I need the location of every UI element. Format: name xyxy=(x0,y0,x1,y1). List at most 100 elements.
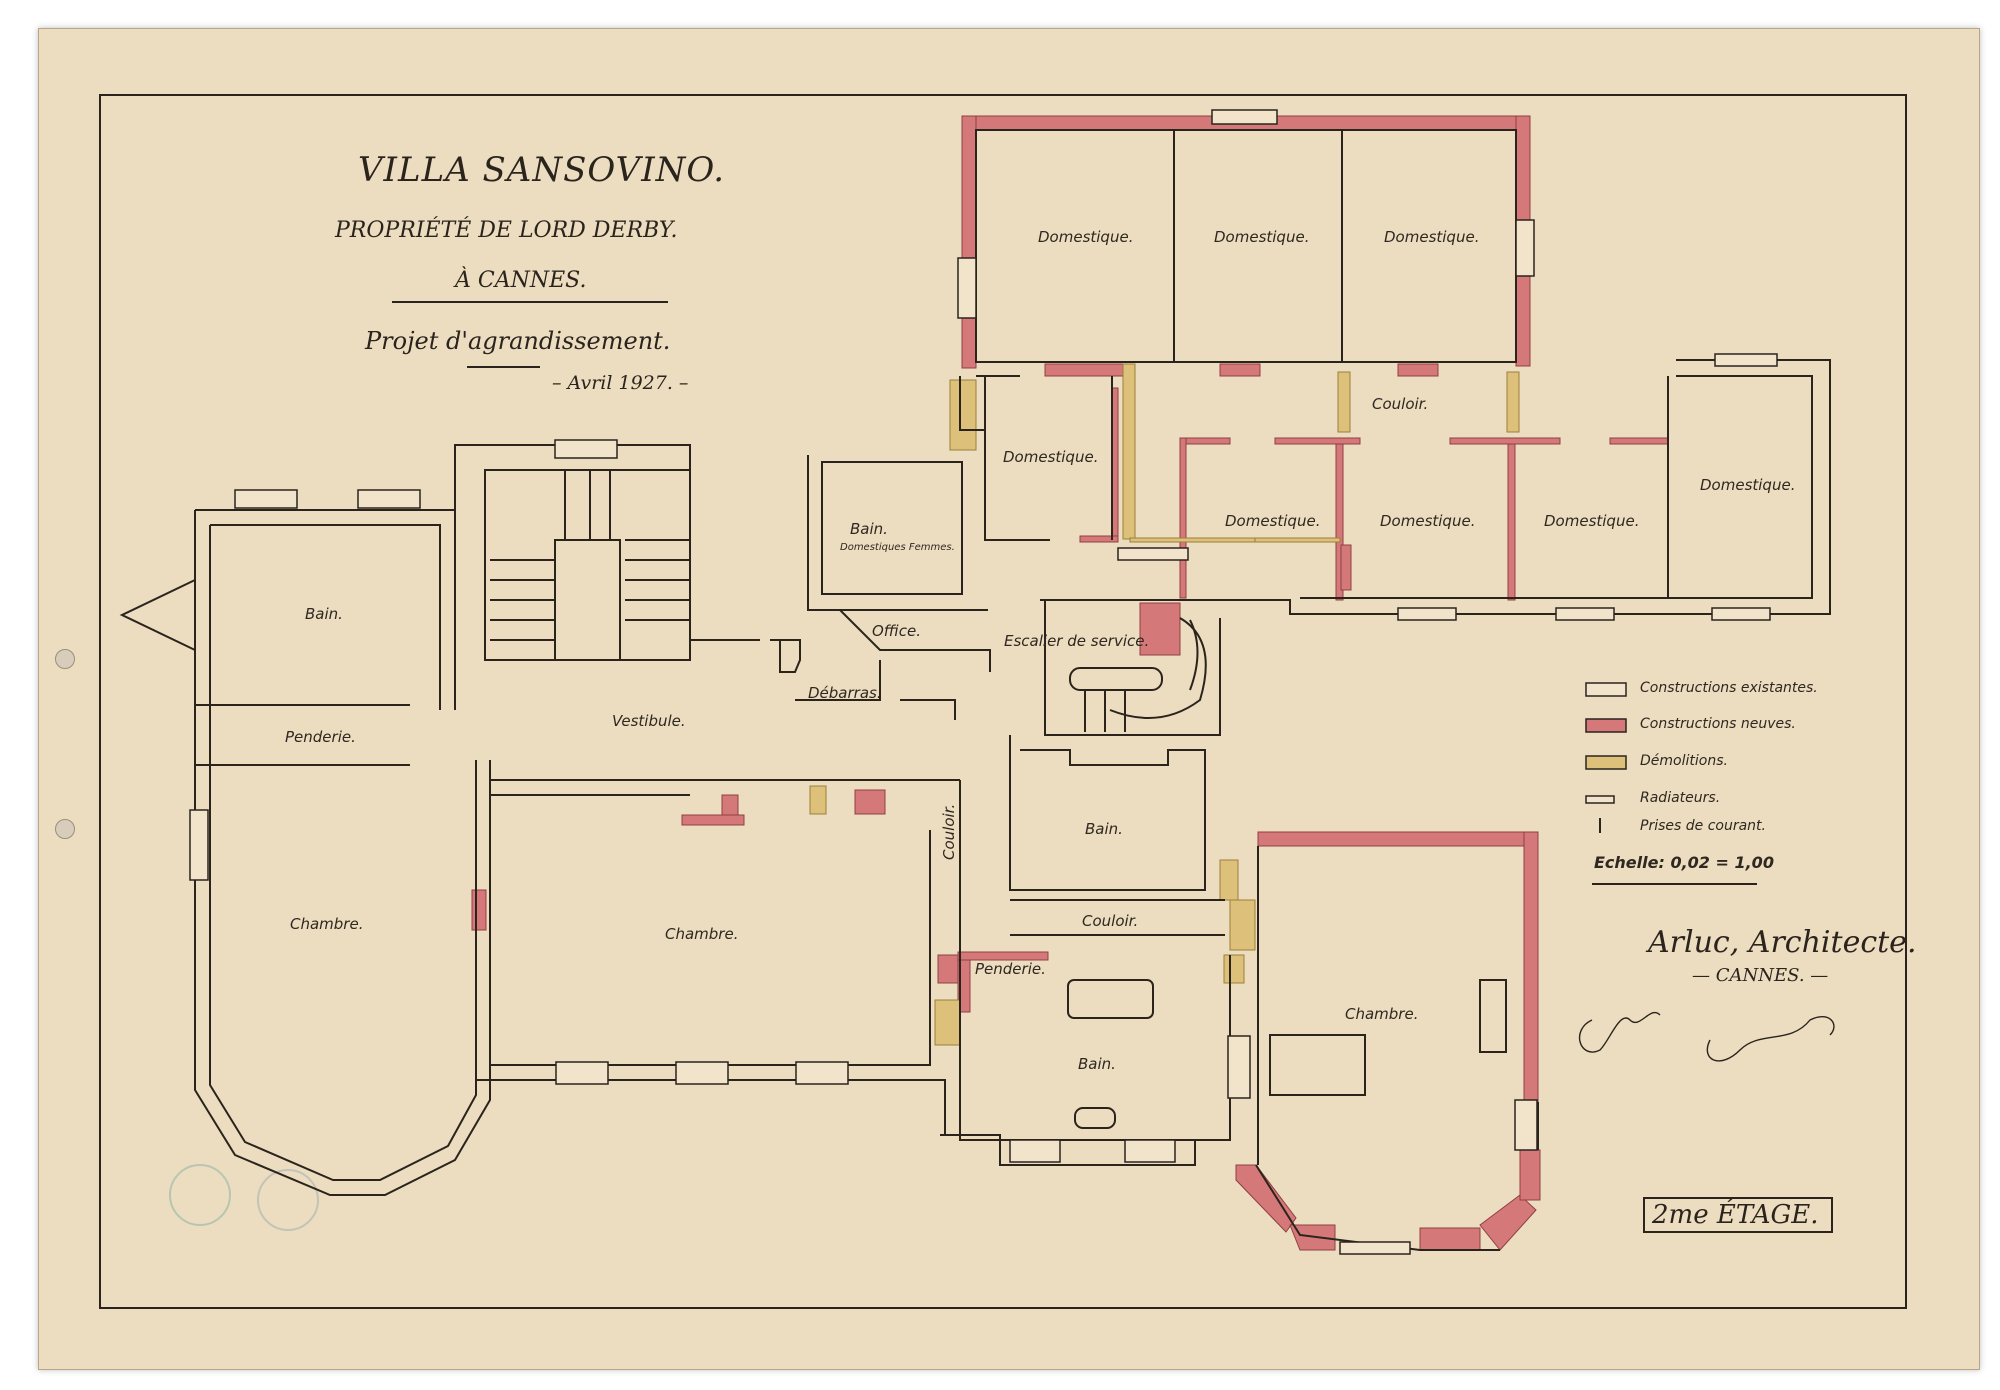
room-domestique: Domestique. xyxy=(1384,228,1480,246)
window xyxy=(1555,607,1615,621)
scale-label: Echelle: 0,02 = 1,00 xyxy=(1594,853,1774,872)
new-partition-h xyxy=(1181,437,1231,445)
room-office: Office. xyxy=(872,622,922,640)
window xyxy=(1117,547,1189,561)
room-penderie: Penderie. xyxy=(975,960,1046,978)
debarras-wall xyxy=(900,699,956,720)
domestique-left xyxy=(984,376,1050,541)
window xyxy=(957,257,977,319)
legend-label-radiator: Radiateurs. xyxy=(1640,790,1721,806)
spiral-stair xyxy=(1109,617,1207,719)
new-chimney xyxy=(681,814,745,826)
new-partition-h xyxy=(1609,437,1669,445)
window xyxy=(357,489,421,509)
window xyxy=(1339,1241,1411,1255)
window xyxy=(1714,353,1778,367)
window xyxy=(189,809,209,881)
new-partition xyxy=(1507,437,1516,601)
room-couloir-vertical: Couloir. xyxy=(940,803,958,860)
new-radiator xyxy=(471,889,487,931)
left-wing-top-inner xyxy=(210,524,441,710)
stair-rail xyxy=(1069,667,1163,691)
right-wing-inner xyxy=(1300,375,1813,599)
project-line: Projet d'agrandissement. xyxy=(365,327,671,355)
office-wall xyxy=(839,609,991,672)
service-stair xyxy=(1044,600,1221,736)
new-wall-bottom xyxy=(1397,363,1439,377)
wardrobe xyxy=(1479,979,1507,1053)
room-domestique: Domestique. xyxy=(1038,228,1134,246)
demolition-block xyxy=(1229,899,1256,951)
date-line: – Avril 1927. – xyxy=(552,372,689,394)
legend-label-outlet: Prises de courant. xyxy=(1640,818,1766,834)
new-wall-right-chambre xyxy=(1523,831,1539,1103)
new-partition-h xyxy=(1079,535,1119,543)
new-wall-bay xyxy=(1479,1194,1537,1251)
left-wing-inner xyxy=(209,525,477,1181)
demolition-block xyxy=(1223,954,1245,984)
lower-bath-outer xyxy=(940,1134,1196,1166)
new-wall-top-chambre xyxy=(1257,831,1539,847)
floor-label: 2me ÉTAGE. xyxy=(1652,1200,1819,1230)
room-bain-subtitle: Domestiques Femmes. xyxy=(840,542,955,553)
new-wall-bottom xyxy=(1044,363,1124,377)
spiral-stair-inner xyxy=(1189,619,1199,691)
new-wall-left xyxy=(961,115,977,259)
window xyxy=(675,1061,729,1085)
room-domestique: Domestique. xyxy=(1544,512,1640,530)
window xyxy=(1009,1139,1061,1163)
room-domestique: Domestique. xyxy=(1700,476,1796,494)
bathtub xyxy=(1067,979,1154,1019)
demolition-wall xyxy=(1254,537,1341,543)
legend-label-demolition: Démolitions. xyxy=(1640,753,1728,769)
room-domestique: Domestique. xyxy=(1380,512,1476,530)
chimney-flue xyxy=(770,639,801,673)
room-bain: Bain. xyxy=(1078,1055,1116,1073)
new-wall-penderie xyxy=(957,951,1049,961)
demolition-wall xyxy=(1337,371,1351,433)
room-escalier: Escalier de service. xyxy=(1004,632,1150,650)
demolition-block xyxy=(1219,859,1239,901)
window xyxy=(1211,109,1278,125)
new-wall-penderie xyxy=(937,954,959,984)
plan-sheet xyxy=(38,28,1980,1370)
window xyxy=(1124,1139,1176,1163)
window xyxy=(795,1061,849,1085)
legend-swatches xyxy=(1585,682,1627,804)
faded-stamp xyxy=(257,1169,319,1231)
bay-window-left xyxy=(119,579,196,651)
room-couloir: Couloir. xyxy=(1082,912,1139,930)
room-chambre: Chambre. xyxy=(665,925,739,943)
new-partition xyxy=(1179,437,1187,599)
new-chimney xyxy=(721,794,739,816)
new-wall-left-lower xyxy=(961,317,977,369)
stair-hall xyxy=(454,444,760,710)
bain-femmes xyxy=(821,461,963,595)
window-markers xyxy=(189,109,1778,1255)
bed-outline xyxy=(1269,1034,1366,1096)
left-wing-outer xyxy=(194,510,491,1196)
demolition-block xyxy=(809,785,827,815)
binding-hole xyxy=(55,819,75,839)
debarras-wall xyxy=(795,660,881,701)
new-partition-h xyxy=(1449,437,1561,445)
room-domestique: Domestique. xyxy=(1214,228,1310,246)
window xyxy=(555,1061,609,1085)
new-wall-bottom xyxy=(1219,363,1261,377)
room-domestique: Domestique. xyxy=(1003,448,1099,466)
room-bain: Bain. xyxy=(1085,820,1123,838)
new-wall-bay xyxy=(1419,1227,1481,1251)
central-bath xyxy=(1009,735,1206,891)
new-wall-right-lower xyxy=(1515,275,1531,367)
binding-hole xyxy=(55,649,75,669)
sink xyxy=(1074,1107,1116,1129)
room-debarras: Débarras. xyxy=(808,684,882,702)
demolition-wall xyxy=(1122,363,1136,540)
new-wall-right xyxy=(1515,115,1531,221)
drawing-frame xyxy=(99,94,1907,1309)
legend-label-existing: Constructions existantes. xyxy=(1640,680,1818,696)
floor-label-frame xyxy=(1643,1197,1833,1233)
demolitions xyxy=(809,363,1520,1046)
legend-swatch-demolition xyxy=(1585,755,1627,770)
existing-walls xyxy=(119,129,1831,1251)
